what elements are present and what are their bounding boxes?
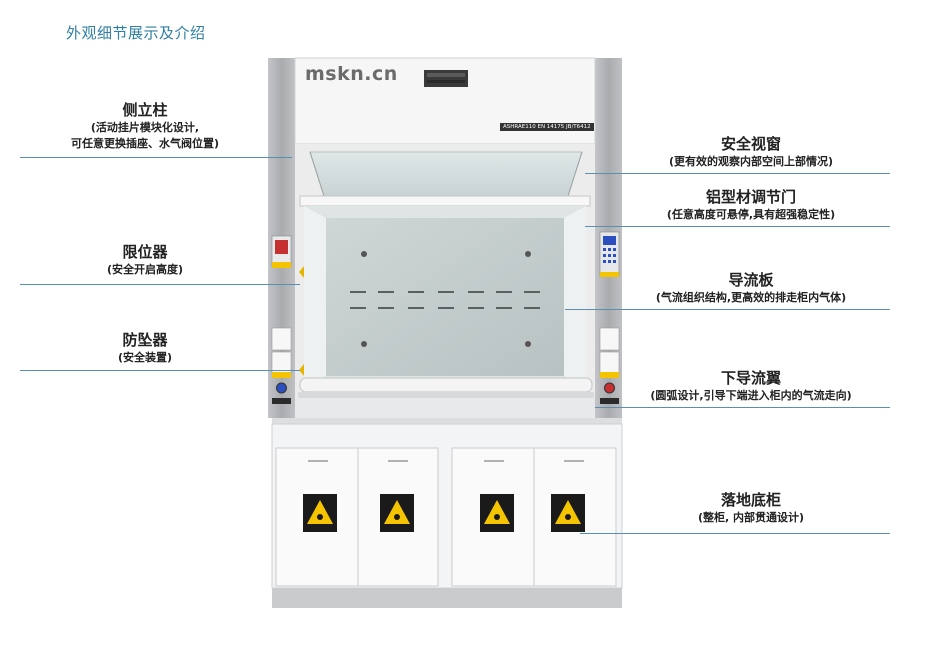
- valve-knob-blue: [276, 382, 287, 394]
- warning-label-3: [480, 494, 514, 532]
- callout-safety-window: 安全视窗 (更有效的观察内部空间上部情况): [620, 134, 882, 170]
- callout-limit-device-title: 限位器: [122, 243, 168, 261]
- callout-safety-window-desc: (更有效的观察内部空间上部情况): [668, 155, 834, 168]
- socket-module-right-2: [599, 351, 620, 375]
- callout-anti-fall: 防坠器 (安全装置): [20, 330, 270, 366]
- warning-label-2: [380, 494, 414, 532]
- callout-baffle: 导流板 (气流组织结构,更高效的排走柜内气体): [620, 270, 882, 306]
- callout-limit-device: 限位器 (安全开启高度): [20, 242, 270, 278]
- callout-aluminum-profile: 铝型材调节门 (任意高度可悬停,具有超强稳定性): [620, 187, 882, 223]
- callout-aluminum-profile-title: 铝型材调节门: [705, 188, 796, 206]
- callout-lower-airfoil-title: 下导流翼: [720, 369, 781, 387]
- cabinet-plinth: [272, 588, 622, 608]
- callout-side-column-title: 侧立柱: [122, 101, 168, 119]
- callout-floor-cabinet-title: 落地底柜: [720, 491, 781, 509]
- callout-anti-fall-title: 防坠器: [122, 331, 168, 349]
- leader-aluminum-profile: [585, 226, 890, 227]
- exhaust-vent: [424, 70, 468, 87]
- aluminum-profile-door: [299, 195, 591, 207]
- cabinet-door-3: [451, 447, 535, 587]
- leader-lower-airfoil: [595, 407, 890, 408]
- lower-airfoil: [299, 377, 593, 393]
- socket-module-left-1: [271, 327, 292, 351]
- leader-limit-device: [20, 284, 300, 285]
- callout-floor-cabinet-desc: (整柜, 内部贯通设计): [697, 511, 805, 524]
- callout-side-column-desc-1: (活动挂片模块化设计,: [90, 121, 200, 134]
- callout-baffle-desc: (气流组织结构,更高效的排走柜内气体): [655, 291, 847, 304]
- callout-side-column-desc-2: 可任意更换插座、水气阀位置): [70, 137, 220, 150]
- callout-floor-cabinet: 落地底柜 (整柜, 内部贯通设计): [620, 490, 882, 526]
- callout-aluminum-profile-desc: (任意高度可悬停,具有超强稳定性): [666, 208, 836, 221]
- brand-logo-text: mskn.cn: [305, 63, 398, 85]
- baffle-panel: [326, 218, 564, 376]
- fume-hood-illustration: [268, 57, 623, 608]
- valve-knob-red: [604, 382, 615, 394]
- socket-module-right-1: [599, 327, 620, 351]
- callout-baffle-title: 导流板: [728, 271, 774, 289]
- warning-label-4: [551, 494, 585, 532]
- warning-label-1: [303, 494, 337, 532]
- leader-baffle: [565, 309, 890, 310]
- callout-anti-fall-desc: (安全装置): [117, 351, 173, 364]
- callout-safety-window-title: 安全视窗: [720, 135, 781, 153]
- leader-safety-window: [585, 173, 890, 174]
- standard-label: ASHRAE110 EN 14175 JB/T6412: [500, 123, 594, 131]
- leader-floor-cabinet: [580, 533, 890, 534]
- callout-limit-device-desc: (安全开启高度): [106, 263, 184, 276]
- safety-window: [309, 151, 583, 197]
- callout-side-column: 侧立柱 (活动挂片模块化设计, 可任意更换插座、水气阀位置): [20, 100, 270, 152]
- page-title: 外观细节展示及介绍: [66, 24, 206, 42]
- callout-lower-airfoil: 下导流翼 (圆弧设计,引导下端进入柜内的气流走向): [620, 368, 882, 404]
- leader-side-column: [20, 157, 292, 158]
- callout-lower-airfoil-desc: (圆弧设计,引导下端进入柜内的气流走向): [650, 389, 852, 402]
- leader-anti-fall: [20, 370, 300, 371]
